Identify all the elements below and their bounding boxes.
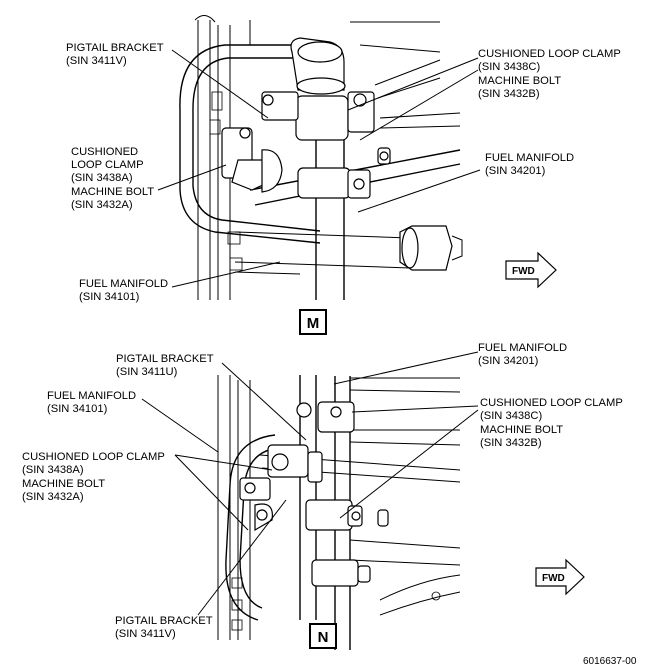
- view-label-n-text: N: [318, 629, 329, 646]
- label-clamp-c-line1: CUSHIONED LOOP CLAMP: [478, 48, 621, 60]
- view-label-m: M: [299, 309, 327, 335]
- label-pigtail-bracket-line2: (SIN 3411V): [66, 55, 127, 67]
- view-label-m-text: M: [307, 315, 320, 332]
- view-m-artwork: [179, 15, 463, 300]
- label-n-clamp-a-line2: (SIN 3438A): [22, 464, 84, 476]
- label-n-fuel-manifold-101-line1: FUEL MANIFOLD: [47, 390, 136, 402]
- label-pigtail-bracket-line1: PIGTAIL BRACKET: [66, 42, 164, 54]
- label-n-clamp-c-line2: (SIN 3438C): [480, 410, 542, 422]
- fwd-arrow-icon: FWD: [535, 558, 585, 596]
- label-n-clamp-a-line1: CUSHIONED LOOP CLAMP: [22, 451, 165, 463]
- label-clamp-a-line4: MACHINE BOLT: [71, 186, 154, 198]
- label-clamp-c-line4: (SIN 3432B): [478, 88, 540, 100]
- fwd-arrow-icon: FWD: [505, 251, 557, 289]
- figure-number: 6016637-00: [583, 656, 637, 667]
- fwd-label: FWD: [542, 573, 565, 584]
- label-pigtail-v-line2: (SIN 3411V): [115, 628, 176, 640]
- view-label-n: N: [309, 623, 337, 649]
- label-n-fuel-manifold-201-line2: (SIN 34201): [478, 355, 539, 367]
- label-n-clamp-c-line1: CUSHIONED LOOP CLAMP: [480, 397, 623, 409]
- label-clamp-a-line3: (SIN 3438A): [71, 172, 133, 184]
- label-pigtail-u-line1: PIGTAIL BRACKET: [116, 353, 214, 365]
- label-clamp-c-line3: MACHINE BOLT: [478, 75, 561, 87]
- label-pigtail-v-line1: PIGTAIL BRACKET: [115, 615, 213, 627]
- label-fuel-manifold-101-line2: (SIN 34101): [79, 291, 140, 303]
- label-clamp-a-line1: CUSHIONED: [71, 146, 138, 158]
- view-n-artwork: [217, 375, 461, 650]
- label-n-clamp-a-line4: (SIN 3432A): [22, 491, 84, 503]
- label-clamp-a-line2: LOOP CLAMP: [71, 159, 144, 171]
- label-n-clamp-c-line3: MACHINE BOLT: [480, 424, 563, 436]
- label-pigtail-u-line2: (SIN 3411U): [116, 366, 178, 378]
- label-fuel-manifold-201-line2: (SIN 34201): [485, 165, 546, 177]
- leader-lines: [141, 49, 481, 616]
- label-n-fuel-manifold-101-line2: (SIN 34101): [47, 403, 108, 415]
- fwd-label: FWD: [512, 266, 535, 277]
- label-n-clamp-c-line4: (SIN 3432B): [480, 437, 542, 449]
- label-fuel-manifold-201-line1: FUEL MANIFOLD: [485, 152, 574, 164]
- label-clamp-c-line2: (SIN 3438C): [478, 61, 540, 73]
- label-clamp-a-line5: (SIN 3432A): [71, 199, 133, 211]
- label-fuel-manifold-101-line1: FUEL MANIFOLD: [79, 278, 168, 290]
- label-n-clamp-a-line3: MACHINE BOLT: [22, 478, 105, 490]
- label-n-fuel-manifold-201-line1: FUEL MANIFOLD: [478, 342, 567, 354]
